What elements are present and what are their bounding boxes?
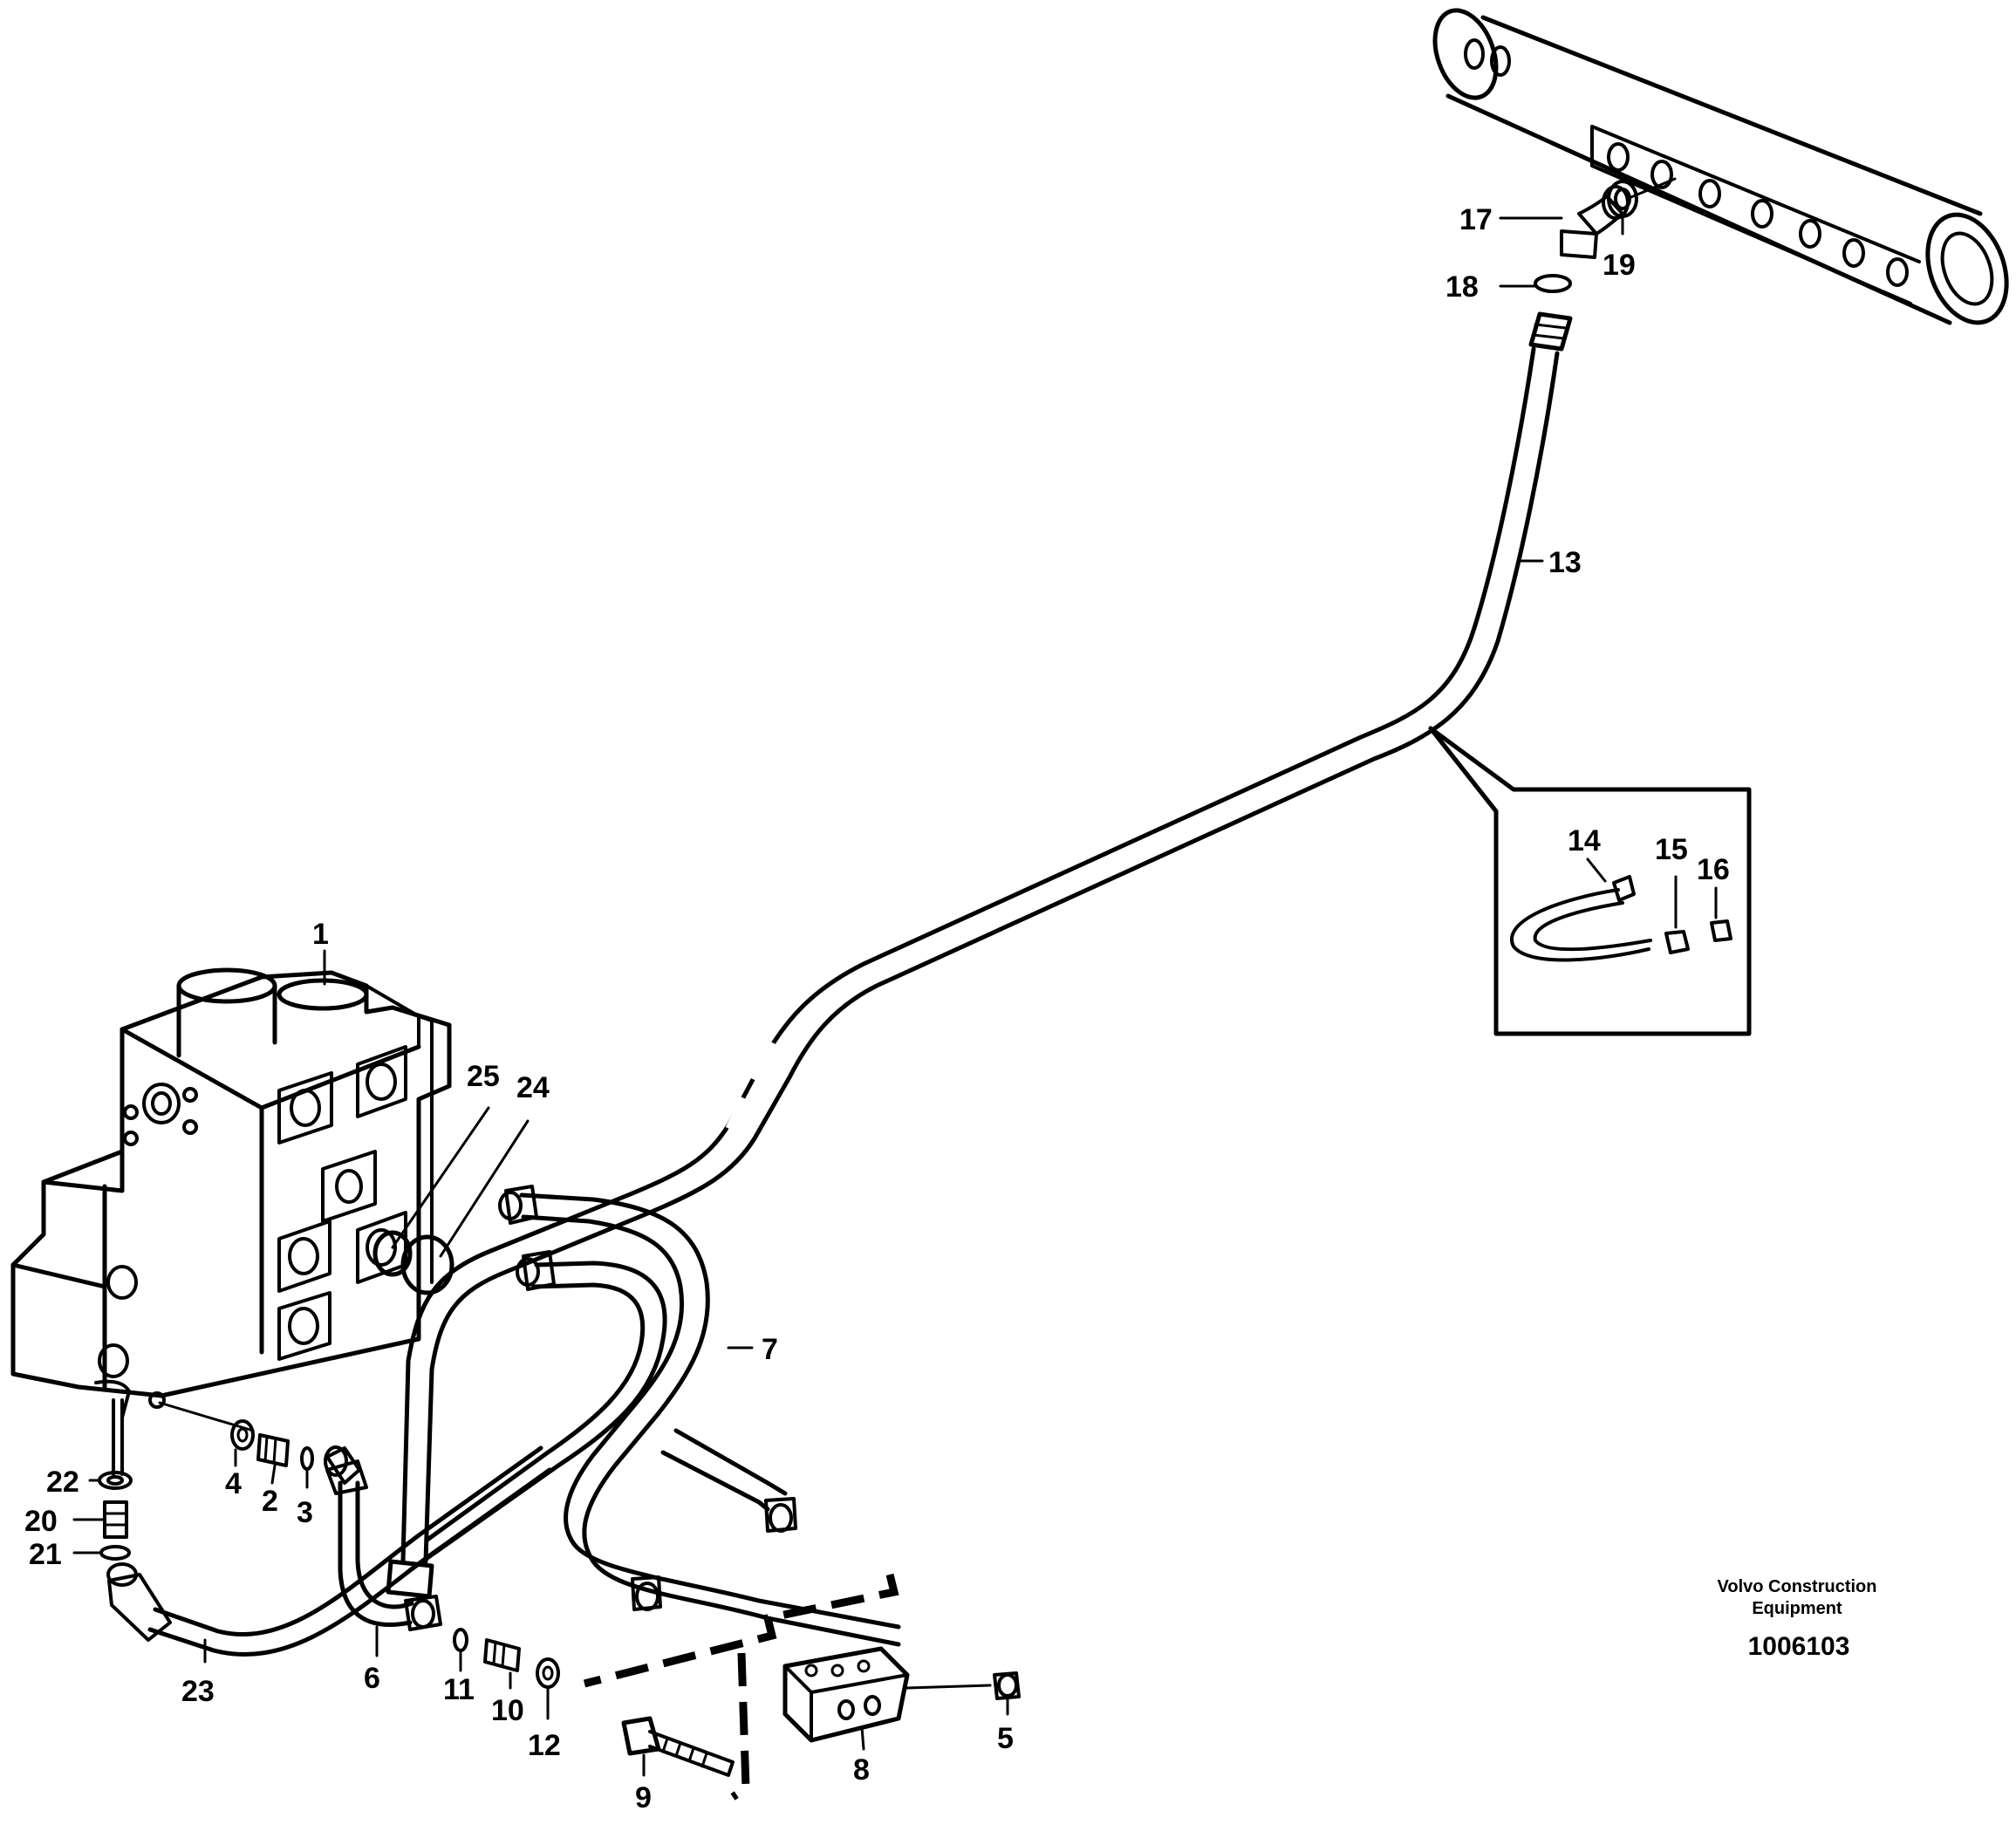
hose-7 [407,1185,901,1647]
callout-14: 14 [1568,824,1601,858]
o-ring-11 [453,1628,468,1652]
dashed-assembly-lines [583,1573,899,1800]
callout-24: 24 [516,1071,550,1104]
callout-15: 15 [1655,833,1688,866]
callout-5: 5 [997,1722,1014,1755]
port-line [158,1401,255,1432]
leader-lines [72,216,1718,1777]
spacer-15 [1664,930,1690,954]
callout-18: 18 [1445,270,1479,304]
seal-12 [536,1657,560,1689]
callout-10: 10 [491,1694,524,1727]
callout-25: 25 [467,1060,500,1093]
callout-11: 11 [443,1673,475,1706]
cap-24 [400,1234,454,1295]
spacer-16 [1710,919,1732,942]
bolt-9 [621,1716,735,1777]
o-ring-21 [99,1545,131,1561]
o-ring-18 [1534,274,1572,293]
callout-4: 4 [225,1467,242,1500]
adapter-2 [256,1433,290,1467]
elbow-fitting-row [324,1445,361,1485]
control-valve-block [10,967,452,1419]
hose-6 [325,1459,442,1631]
callout-19: 19 [1603,249,1636,282]
fitting-22 [98,1471,133,1490]
hose-13 [386,311,1573,1599]
cable-tie-14 [1510,875,1652,962]
publisher-line-2: Equipment [1752,1599,1842,1618]
callout-2: 2 [262,1485,278,1518]
cap-25 [372,1230,413,1277]
callout-1: 1 [312,918,329,951]
adapter-20 [103,1500,128,1539]
seal-4 [230,1419,255,1451]
hose-23 [106,1445,552,1657]
callout-21: 21 [29,1538,62,1571]
figure-id: 1006103 [1748,1632,1850,1661]
callout-22: 22 [46,1466,79,1499]
pipe-fitting-vertical [112,1398,124,1476]
callout-6: 6 [364,1662,380,1695]
leader-24 [439,1119,530,1258]
callout-3: 3 [297,1496,313,1529]
callout-12: 12 [528,1729,561,1762]
seal-ring-19 [1607,180,1638,218]
callout-17: 17 [1459,203,1493,236]
callout-13: 13 [1548,546,1582,579]
o-ring-3 [300,1446,314,1471]
callout-20: 20 [24,1505,58,1538]
callout-labels: 1 2 3 4 5 6 7 8 9 10 11 12 13 14 15 16 1… [24,203,1730,1814]
callout-23: 23 [181,1675,215,1708]
callout-16: 16 [1697,853,1730,886]
plug-5 [993,1671,1021,1700]
callout-9: 9 [635,1781,652,1814]
detail-box [1428,726,1752,1036]
leader-25 [391,1106,490,1249]
callout-8: 8 [853,1753,870,1787]
valve-block-8 [782,1646,992,1743]
callout-7: 7 [762,1333,778,1366]
adapter-10 [483,1638,521,1672]
boom-tube [1432,8,2009,325]
publisher-line-1: Volvo Construction [1718,1577,1877,1596]
